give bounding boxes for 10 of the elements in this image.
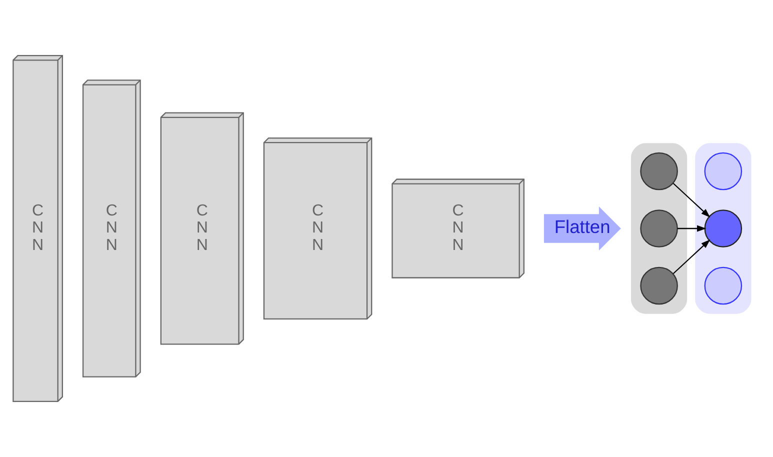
cluster: [631, 143, 688, 314]
arrow: [672, 182, 710, 218]
arrow: [677, 225, 706, 232]
node-circle: [704, 266, 742, 305]
node-circle: [640, 152, 678, 190]
node-circle: [704, 210, 742, 248]
arrow: [672, 239, 710, 274]
node-circle: [704, 152, 742, 190]
node-circle: [640, 210, 678, 248]
node-circle: [640, 266, 678, 305]
